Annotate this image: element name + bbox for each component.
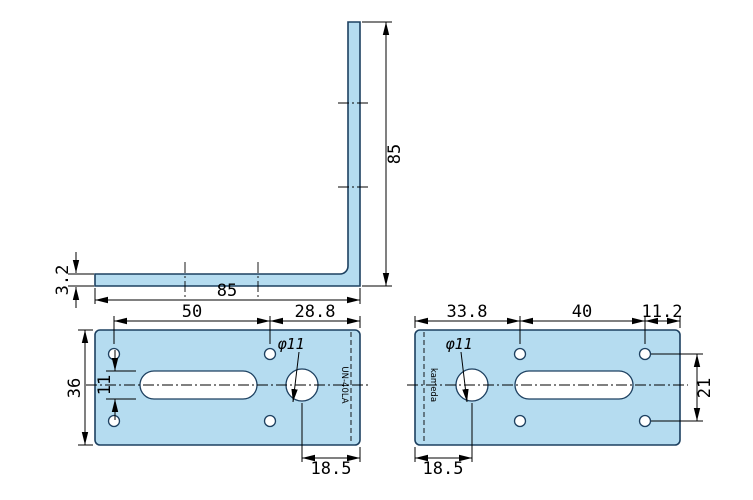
dim-plate-width: 36 [65, 329, 93, 446]
dim-length-bottom: 85 [94, 281, 361, 304]
part-stamp: kameda [428, 368, 438, 402]
dim-label: 36 [65, 378, 85, 398]
side-view: 3.2 85 85 [53, 21, 405, 308]
dim-label: φ11 [445, 335, 472, 353]
dim-label: 21 [695, 378, 715, 398]
extension-lines [68, 273, 94, 287]
dim-label: 85 [217, 281, 237, 301]
dim-hole-offset: 18.5 [414, 403, 473, 479]
dim-thickness: 3.2 [53, 252, 94, 308]
dim-label: φ11 [277, 335, 304, 353]
dim-label: 28.8 [295, 302, 336, 322]
dim-hole-diameter: φ11 [445, 335, 473, 403]
leader-line [291, 351, 300, 403]
dim-vertical-pitch: 21 [651, 353, 715, 422]
dim-label: 11 [95, 375, 115, 395]
corner-hole [513, 347, 527, 361]
corner-hole [513, 414, 527, 428]
dim-label: 18.5 [311, 459, 352, 479]
centerline-ticks [184, 102, 370, 298]
dim-label: 40 [572, 302, 592, 322]
corner-hole [638, 347, 652, 361]
dim-label: 11.2 [642, 302, 683, 322]
dim-label: 85 [385, 144, 405, 164]
corner-hole [638, 414, 652, 428]
dim-length-vertical: 85 [362, 21, 405, 287]
dim-label: 18.5 [423, 459, 464, 479]
part-stamp: UN-40LA [339, 366, 349, 403]
dim-top-row: 33.8 40 11.2 [414, 302, 683, 344]
dim-top-row: 50 28.8 [113, 302, 361, 344]
corner-hole [107, 414, 121, 428]
dim-slot-width: 11 [95, 350, 136, 420]
dim-label: 3.2 [53, 265, 73, 296]
dim-label: 50 [182, 302, 202, 322]
right-plan-view: kameda 33.8 40 11.2 21 φ11 18.5 [407, 302, 715, 479]
dim-hole-offset: 18.5 [301, 403, 361, 479]
corner-hole [107, 347, 121, 361]
dim-label: 33.8 [447, 302, 488, 322]
corner-hole [263, 347, 277, 361]
leader-line [460, 351, 469, 403]
extension-lines [106, 370, 136, 400]
left-plan-view: UN-40LA 50 28.8 36 11 φ11 [65, 302, 369, 479]
extension-lines [301, 403, 361, 462]
bracket-side-profile [94, 21, 361, 287]
dim-hole-diameter: φ11 [277, 335, 305, 403]
corner-hole [263, 414, 277, 428]
